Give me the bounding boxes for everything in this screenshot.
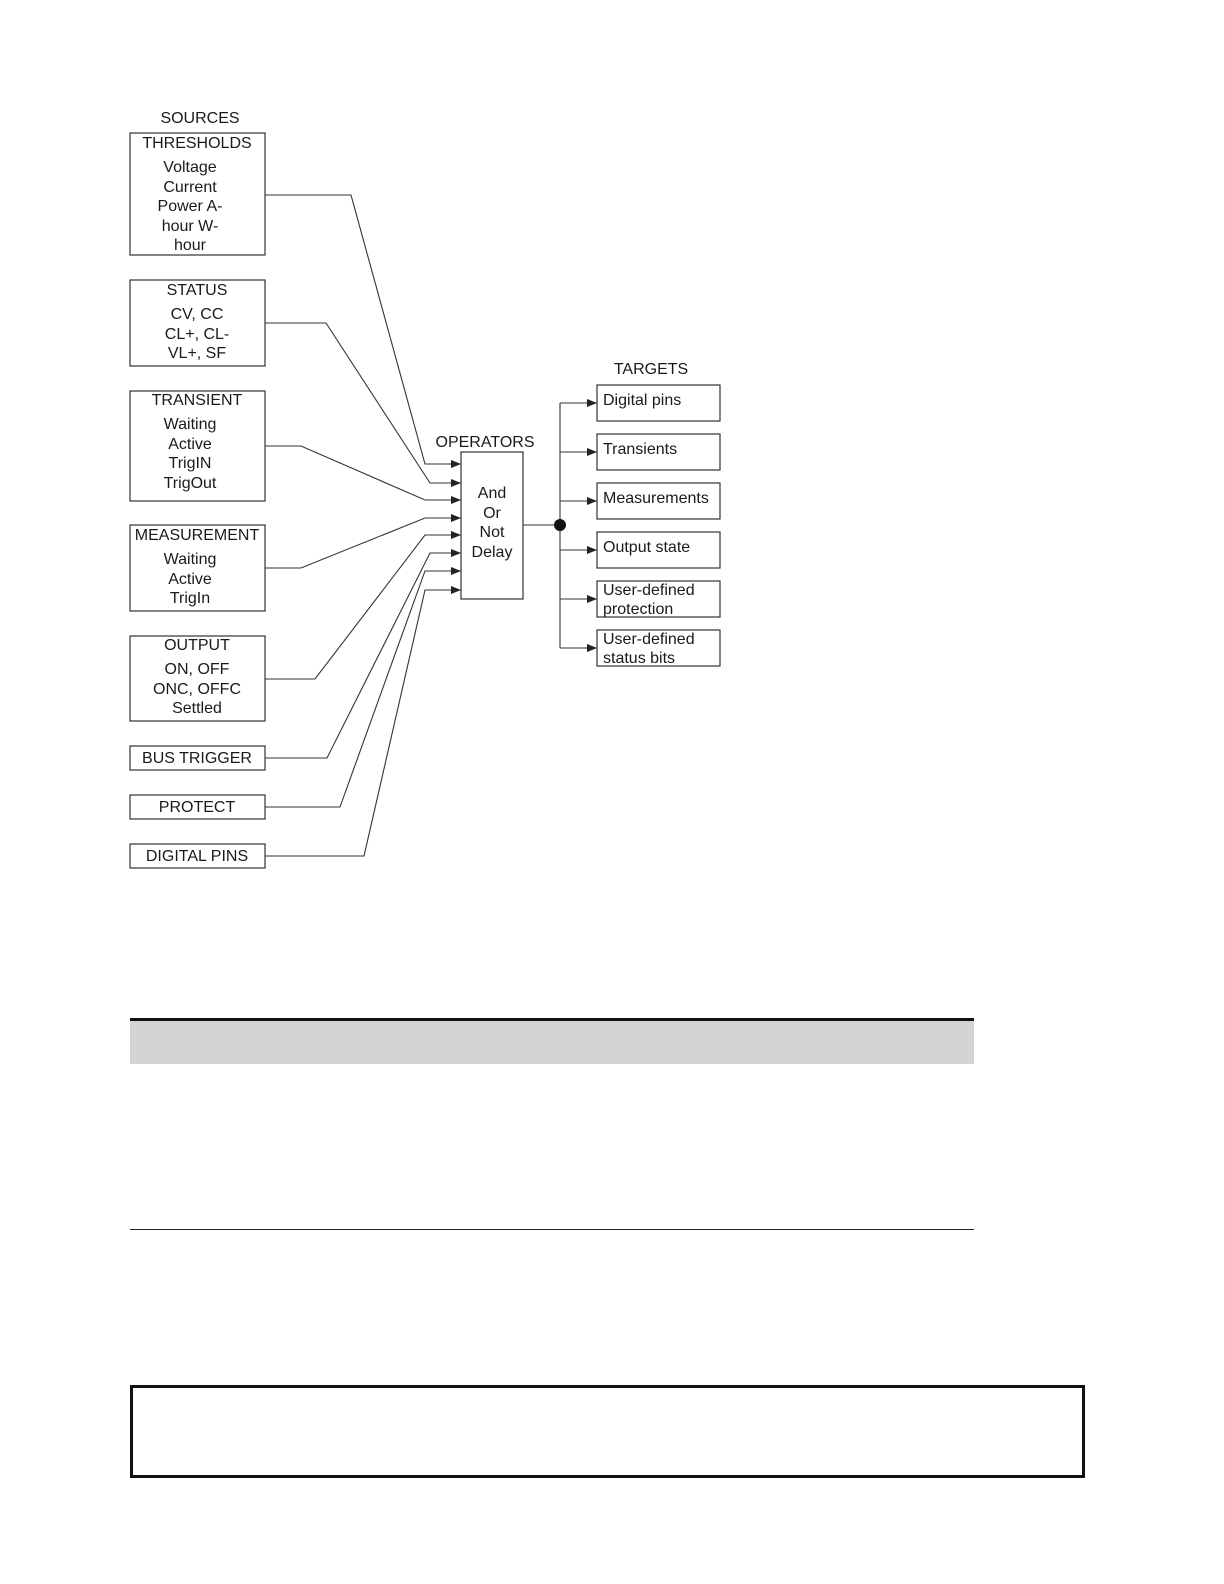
target-user-defined-protection-box: [596, 580, 721, 618]
source-status-item: CL+, CL-: [165, 326, 229, 343]
source-connectors: [265, 194, 461, 857]
target-transients-label: Transients: [603, 441, 677, 458]
source-transient-item: TrigIN: [169, 455, 212, 472]
target-user-defined-protection-label: User-defined: [603, 582, 695, 599]
source-digital-pins-label: DIGITAL PINS: [146, 848, 248, 865]
source-bus-trigger-label: BUS TRIGGER: [142, 750, 252, 767]
source-digital-pins: DIGITAL PINS: [129, 843, 266, 869]
target-user-defined-status-bits-box: [596, 629, 721, 667]
target-digital-pins: Digital pins: [596, 384, 721, 422]
source-status-item: CV, CC: [171, 306, 224, 323]
target-user-defined-protection-label: protection: [603, 601, 673, 618]
source-transient: TRANSIENT Waiting Active TrigIN TrigOut: [129, 390, 266, 502]
target-user-defined-protection: User-defined protection: [596, 580, 721, 618]
target-user-defined-status-bits-label: status bits: [603, 650, 675, 667]
source-output-box: [129, 635, 266, 722]
source-thresholds-box: [129, 132, 266, 256]
target-user-defined-status-bits-label: User-defined: [603, 631, 695, 648]
operator-or: Or: [483, 505, 501, 522]
note-box: [130, 1385, 1085, 1478]
table-header-band: [130, 1018, 974, 1064]
operators-box: [460, 451, 524, 600]
source-digital-pins-box: [129, 843, 266, 869]
source-measurement-item: Active: [168, 571, 212, 588]
source-status: STATUS CV, CC CL+, CL- VL+, SF: [129, 279, 266, 367]
source-bus-trigger: BUS TRIGGER: [129, 745, 266, 771]
targets-column: Digital pins Transients Measurements Out…: [596, 384, 721, 667]
target-digital-pins-label: Digital pins: [603, 392, 681, 409]
source-status-item: VL+, SF: [168, 345, 226, 362]
source-protect-box: [129, 794, 266, 820]
target-output-state-label: Output state: [603, 539, 690, 556]
source-thresholds-item: hour: [174, 237, 207, 254]
source-transient-header: TRANSIENT: [152, 392, 243, 409]
source-output-item: ONC, OFFC: [153, 681, 241, 698]
source-transient-item: Waiting: [164, 416, 217, 433]
source-thresholds-item: hour W-: [162, 218, 219, 235]
signal-routing-diagram: SOURCES OPERATORS TARGETS THRESHOLDS Vol…: [129, 110, 721, 869]
target-measurements-label: Measurements: [603, 490, 709, 507]
connector-output: [265, 531, 461, 680]
source-thresholds: THRESHOLDS Voltage Current Power A- hour…: [129, 132, 266, 256]
source-thresholds-item: Voltage: [163, 159, 216, 176]
operator-and: And: [478, 485, 506, 502]
source-status-box: [129, 279, 266, 367]
source-transient-item: Active: [168, 436, 212, 453]
target-transients: Transients: [596, 433, 721, 471]
target-output-state: Output state: [596, 531, 721, 569]
operators-block: And Or Not Delay: [460, 451, 524, 600]
sources-column: THRESHOLDS Voltage Current Power A- hour…: [129, 132, 266, 869]
target-bus: [523, 399, 597, 652]
source-transient-box: [129, 390, 266, 502]
target-user-defined-status-bits: User-defined status bits: [596, 629, 721, 667]
connector-digital-pins: [265, 586, 461, 857]
connector-bus-trigger: [265, 549, 461, 759]
target-digital-pins-box: [596, 384, 721, 422]
source-protect-label: PROTECT: [159, 799, 236, 816]
connector-thresholds: [265, 194, 461, 468]
source-output: OUTPUT ON, OFF ONC, OFFC Settled: [129, 635, 266, 722]
operator-not: Not: [480, 524, 505, 541]
source-measurement: MEASUREMENT Waiting Active TrigIn: [129, 524, 266, 612]
source-thresholds-header: THRESHOLDS: [142, 135, 251, 152]
source-protect: PROTECT: [129, 794, 266, 820]
target-output-state-box: [596, 531, 721, 569]
junction-dot: [554, 519, 566, 531]
target-measurements: Measurements: [596, 482, 721, 520]
target-measurements-box: [596, 482, 721, 520]
source-output-item: Settled: [172, 700, 222, 717]
source-thresholds-item: Power A-: [158, 198, 223, 215]
connector-protect: [265, 567, 461, 808]
source-output-item: ON, OFF: [165, 661, 230, 678]
source-bus-trigger-box: [129, 745, 266, 771]
connector-status: [265, 322, 461, 487]
sources-title: SOURCES: [160, 110, 239, 127]
connector-transient: [265, 445, 461, 504]
source-output-header: OUTPUT: [164, 637, 230, 654]
target-transients-box: [596, 433, 721, 471]
source-measurement-box: [129, 524, 266, 612]
connector-measurement: [265, 514, 461, 569]
source-measurement-header: MEASUREMENT: [135, 527, 260, 544]
table-bottom-rule: [130, 1229, 974, 1230]
source-transient-item: TrigOut: [164, 475, 217, 492]
operator-delay: Delay: [472, 544, 513, 561]
source-measurement-item: Waiting: [164, 551, 217, 568]
operators-title: OPERATORS: [436, 434, 535, 451]
targets-title: TARGETS: [614, 361, 688, 378]
source-measurement-item: TrigIn: [170, 590, 210, 607]
source-status-header: STATUS: [167, 282, 228, 299]
source-thresholds-item: Current: [163, 179, 217, 196]
